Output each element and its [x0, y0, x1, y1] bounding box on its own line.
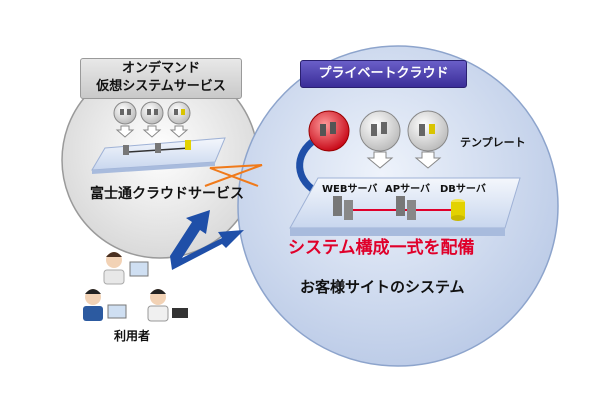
- db-server-label: DBサーバ: [440, 184, 486, 195]
- customer-platform: [289, 177, 521, 236]
- customer-system-label: お客様サイトのシステム: [300, 278, 465, 296]
- users-label: 利用者: [114, 329, 151, 343]
- users-illustration: [83, 252, 188, 322]
- private-cloud-label: プライベートクラウド: [300, 60, 467, 88]
- left-platform: [91, 137, 226, 174]
- ondemand-label-line1: オンデマンド: [121, 61, 200, 76]
- left-template-icons: [113, 101, 191, 138]
- ap-server-label: APサーバ: [385, 184, 430, 195]
- ondemand-label-line2: 仮想システムサービス: [96, 79, 226, 94]
- web-server-label: WEBサーバ: [322, 184, 378, 195]
- fujitsu-cloud-service-label: 富士通クラウドサービス: [90, 186, 244, 202]
- template-label: テンプレート: [460, 136, 526, 149]
- template-icons: [308, 110, 449, 169]
- connection-lines: [204, 164, 263, 187]
- access-arrow: [170, 210, 244, 270]
- deploy-system-text: システム構成一式を配備: [288, 238, 475, 258]
- ondemand-service-label: オンデマンド 仮想システムサービス: [80, 58, 242, 99]
